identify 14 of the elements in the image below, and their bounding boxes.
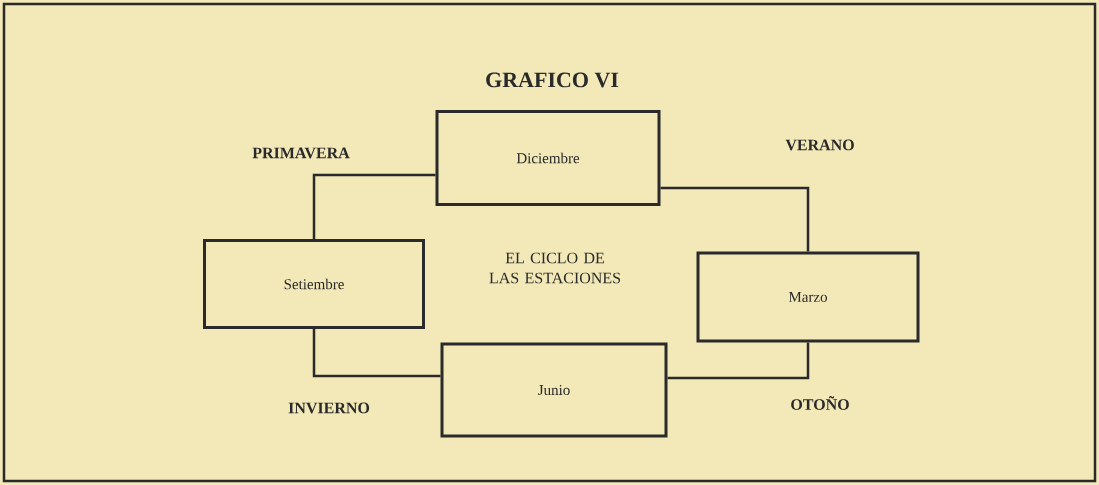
connector-line	[312, 329, 441, 378]
connector-line	[667, 342, 810, 380]
month-box: Diciembre	[435, 110, 661, 206]
title: GRAFICO VI	[486, 72, 619, 88]
season-label: INVIERNO	[288, 402, 370, 414]
season-label: PRIMAVERA	[252, 147, 350, 159]
connector-line	[660, 186, 810, 252]
season-label: OTOÑO	[791, 396, 849, 410]
month-box: Setiembre	[203, 239, 425, 329]
connector-line	[312, 173, 436, 239]
month-box: Junio	[440, 342, 668, 438]
center-text: EL CICLO DE LAS ESTACIONES	[489, 252, 621, 284]
month-box: Marzo	[696, 251, 920, 343]
season-label: VERANO	[785, 139, 854, 151]
